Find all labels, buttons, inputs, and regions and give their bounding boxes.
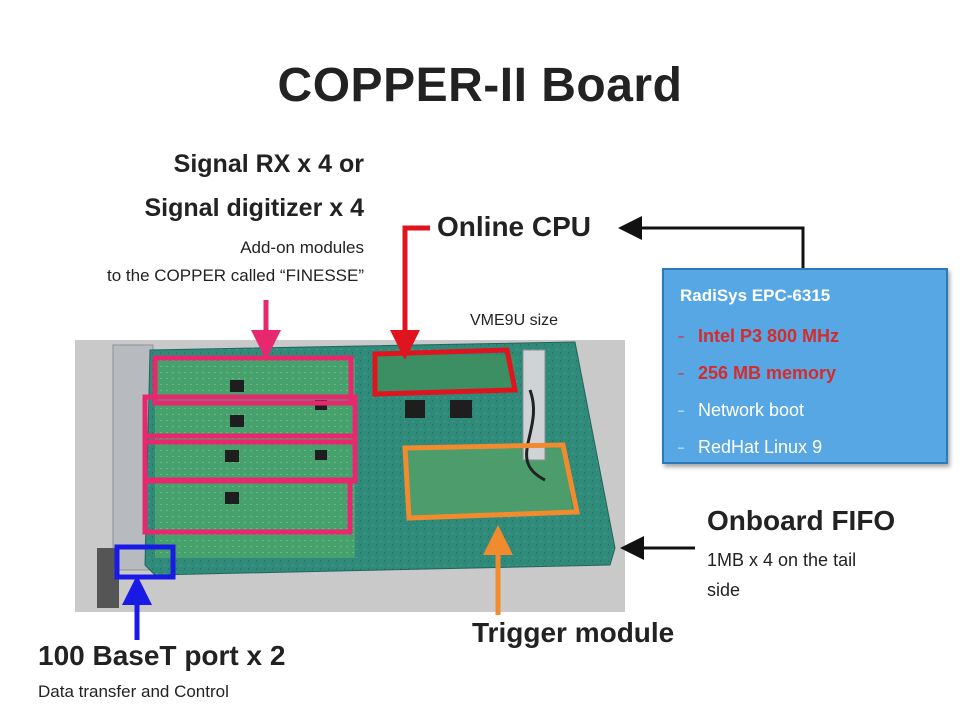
spec-item: –256 MB memory bbox=[678, 355, 839, 392]
front-panel-handle bbox=[97, 548, 119, 608]
finesse-sub-line1: Add-on modules bbox=[240, 238, 364, 257]
spec-item-text: Network boot bbox=[698, 400, 805, 420]
dash-bullet-icon: – bbox=[678, 404, 685, 417]
dash-bullet-icon: – bbox=[678, 441, 685, 454]
dash-bullet-icon: – bbox=[678, 330, 685, 343]
finesse-heading-line1: Signal RX x 4 or bbox=[173, 150, 364, 178]
board-size-label: VME9U size bbox=[470, 312, 559, 329]
onboard-fifo-label: Onboard FIFO bbox=[707, 505, 896, 536]
trigger-module-card bbox=[405, 448, 573, 518]
cpu-module bbox=[375, 355, 515, 393]
onboard-fifo-sub-line2: side bbox=[707, 580, 741, 600]
ethernet-port-label: 100 BaseT port x 2 bbox=[38, 640, 286, 671]
radisys-spec-box: RadiSys EPC-6315 –Intel P3 800 MHz –256 … bbox=[662, 268, 948, 464]
cpu-outline bbox=[372, 347, 519, 397]
finesse-sub-line2: to the COPPER called “FINESSE” bbox=[107, 266, 364, 285]
spec-item: –Intel P3 800 MHz bbox=[678, 318, 839, 355]
trigger-outline bbox=[402, 442, 581, 521]
spec-box-title: RadiSys EPC-6315 bbox=[680, 286, 831, 305]
spec-list: –Intel P3 800 MHz –256 MB memory –Networ… bbox=[678, 318, 839, 466]
spec-item: –Network boot bbox=[678, 392, 839, 429]
slide-title: COPPER-II Board bbox=[277, 59, 683, 112]
ethernet-port-sub: Data transfer and Control bbox=[38, 682, 229, 701]
cpu-arrow bbox=[390, 225, 430, 360]
dash-bullet-icon: – bbox=[678, 367, 685, 380]
spec-item-text: 256 MB memory bbox=[698, 363, 837, 383]
trigger-module-label: Trigger module bbox=[472, 617, 675, 648]
onboard-fifo-sub-line1: 1MB x 4 on the tail bbox=[707, 550, 857, 570]
online-cpu-label: Online CPU bbox=[437, 211, 592, 242]
spec-item-text: Intel P3 800 MHz bbox=[698, 326, 840, 346]
board-photo bbox=[75, 340, 625, 612]
finesse-outline-4 bbox=[142, 477, 353, 535]
finesse-outline-2 bbox=[142, 394, 358, 445]
spec-item: –RedHat Linux 9 bbox=[678, 429, 839, 466]
spec-to-cpu-arrow bbox=[618, 216, 805, 268]
finesse-heading-line2: Signal digitizer x 4 bbox=[144, 194, 365, 222]
spec-item-text: RedHat Linux 9 bbox=[698, 437, 823, 457]
